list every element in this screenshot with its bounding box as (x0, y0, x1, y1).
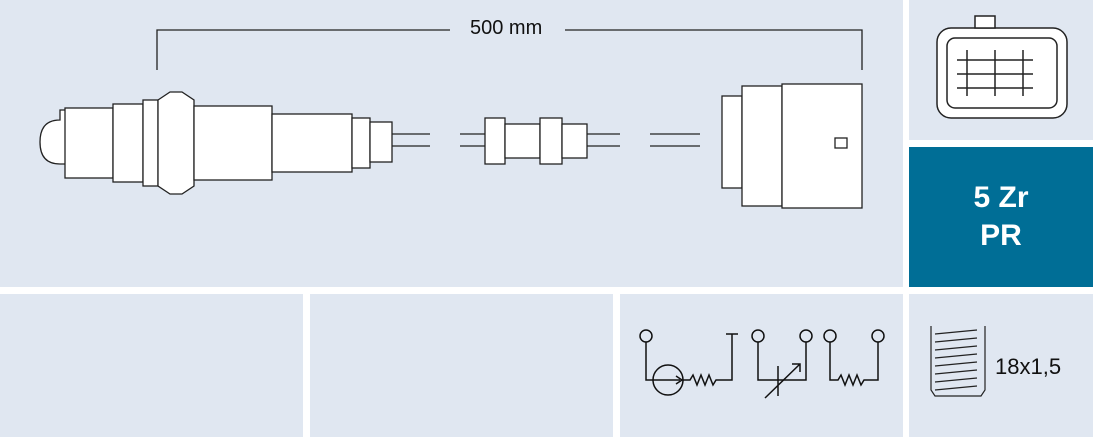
sensor-type-badge: 5 Zr PR (909, 147, 1093, 287)
thread-size-label: 18x1,5 (995, 354, 1062, 379)
empty-panel-2 (310, 294, 613, 437)
thread-icon (930, 326, 986, 397)
sensor-type-line2: PR (980, 219, 1022, 252)
thread-panel: 18x1,5 (909, 294, 1093, 437)
connector-icon (936, 15, 1068, 119)
sensor-drawing-panel: 500 mm (0, 0, 903, 287)
sensor-type-line1: 5 Zr (973, 181, 1029, 214)
empty-panel-1 (0, 294, 303, 437)
wiring-schematic-panel (620, 294, 903, 437)
connector-panel (909, 0, 1093, 140)
cable-length-label: 500 mm (470, 17, 543, 39)
wiring-schematic-icon (639, 329, 885, 399)
oxygen-sensor-drawing (39, 29, 863, 209)
